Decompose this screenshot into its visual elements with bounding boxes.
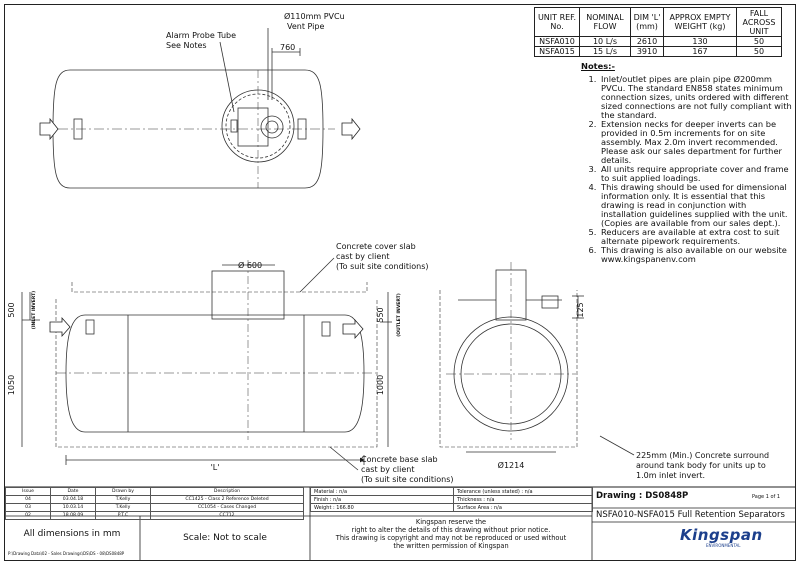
scale-label: Scale: Not to scale bbox=[183, 533, 267, 543]
surround-label-1: 225mm (Min.) Concrete surround bbox=[636, 451, 769, 460]
cover-slab-label-3: (To suit site conditions) bbox=[336, 262, 429, 271]
outlet-invert-label: (OUTLET INVERT) bbox=[396, 293, 402, 337]
dim-500-label: 500 bbox=[7, 302, 16, 317]
surface-area-field: Surface Area : n/a bbox=[453, 503, 593, 512]
table-cell: NSFA015 bbox=[534, 46, 580, 57]
notes-section: Notes:- Inlet/outlet pipes are plain pip… bbox=[581, 62, 793, 264]
drawing-sheet bbox=[4, 4, 796, 561]
list-item: Extension necks for deeper inverts can b… bbox=[599, 120, 793, 165]
table-cell: 10 L/s bbox=[579, 36, 631, 47]
dim-1050-label: 1050 bbox=[7, 375, 16, 395]
table-cell: 2610 bbox=[630, 36, 664, 47]
alarm-label-2: See Notes bbox=[166, 41, 207, 50]
table-row: NSFA010 10 L/s 2610 130 50 bbox=[534, 36, 782, 47]
inlet-invert-label: (INLET INVERT) bbox=[31, 291, 37, 329]
cover-slab-label-1: Concrete cover slab bbox=[336, 242, 416, 251]
spec-header: DIM 'L' (mm) bbox=[630, 7, 664, 37]
end-view bbox=[439, 262, 635, 456]
revision-header: Drawn by bbox=[95, 487, 151, 496]
disclaimer-line: the written permission of Kingspan bbox=[393, 542, 509, 550]
list-item: This drawing is also available on our we… bbox=[599, 246, 793, 264]
vent-label-1: Ø110mm PVCu bbox=[284, 11, 345, 21]
table-cell: 15 L/s bbox=[579, 46, 631, 57]
logo-subtext: ENVIRONMENTAL bbox=[706, 543, 741, 548]
revision-header: Date bbox=[50, 487, 96, 496]
table-cell: 04 bbox=[5, 495, 51, 504]
table-cell: 3910 bbox=[630, 46, 664, 57]
disclaimer: Kingspan reserve the right to alter the … bbox=[311, 518, 591, 550]
table-row: NSFA015 15 L/s 3910 167 50 bbox=[534, 46, 782, 57]
page-number: Page 1 of 1 bbox=[752, 494, 781, 500]
dim-550-label: 550 bbox=[376, 307, 385, 322]
table-cell: CC1425 - Class 2 Reference Deleted bbox=[150, 495, 304, 504]
revision-header: Description bbox=[150, 487, 304, 496]
spec-header: NOMINAL FLOW bbox=[579, 7, 631, 37]
table-cell: 10.03.14 bbox=[50, 503, 96, 512]
spec-header: APPROX EMPTY WEIGHT (kg) bbox=[663, 7, 737, 37]
table-cell: CC1054 - Cases Changed bbox=[150, 503, 304, 512]
plan-view bbox=[40, 28, 335, 189]
surround-label-3: 1.0m inlet invert. bbox=[636, 471, 705, 480]
base-slab-label-2: cast by client bbox=[361, 465, 414, 474]
spec-header: FALL ACROSS UNIT bbox=[736, 7, 782, 37]
list-item: This drawing should be used for dimensio… bbox=[599, 183, 793, 228]
drawing-number: Drawing : DS0848P bbox=[596, 491, 689, 501]
plan-outlet-arrow-icon bbox=[341, 117, 361, 141]
table-cell: 50 bbox=[736, 46, 782, 57]
fields-table: Material : n/a Tolerance (unless stated)… bbox=[310, 487, 593, 512]
table-cell: CC712 bbox=[150, 511, 304, 520]
table-cell: 03 bbox=[5, 503, 51, 512]
logo-text: Kingspan bbox=[680, 526, 763, 544]
cover-slab-label-2: cast by client bbox=[336, 252, 389, 261]
elevation-outlet-arrow-icon bbox=[342, 318, 364, 340]
table-cell: T.Kelly bbox=[95, 495, 151, 504]
table-cell: NSFA010 bbox=[534, 36, 580, 47]
base-slab-label-1: Concrete base slab bbox=[361, 455, 438, 464]
dimensions-note: All dimensions in mm bbox=[23, 529, 121, 539]
table-row: 03 10.03.14 T.Kelly CC1054 - Cases Chang… bbox=[5, 503, 304, 512]
vent-label-2: Vent Pipe bbox=[287, 22, 324, 31]
list-item: All units require appropriate cover and … bbox=[599, 165, 793, 183]
kingspan-logo: Kingspan ENVIRONMENTAL bbox=[680, 526, 790, 556]
thickness-field: Thickness : n/a bbox=[453, 495, 593, 504]
list-item: Reducers are available at extra cost to … bbox=[599, 228, 793, 246]
table-cell: 03.04.18 bbox=[50, 495, 96, 504]
table-cell: 130 bbox=[663, 36, 737, 47]
table-row: 04 03.04.18 T.Kelly CC1425 - Class 2 Ref… bbox=[5, 495, 304, 504]
base-slab-label-3: (To suit site conditions) bbox=[361, 475, 454, 484]
alarm-label-1: Alarm Probe Tube bbox=[166, 31, 236, 40]
revision-header: Issue bbox=[5, 487, 51, 496]
neck-diameter-label: Ø 600 bbox=[238, 260, 262, 270]
table-cell: T.Kelly bbox=[95, 503, 151, 512]
weight-field: Weight : 166.80 bbox=[310, 503, 454, 512]
disclaimer-line: This drawing is copyright and may not be… bbox=[335, 534, 567, 542]
surround-label-2: around tank body for units up to bbox=[636, 461, 766, 470]
revision-table: Issue Date Drawn by Description 04 03.04… bbox=[5, 487, 304, 520]
tolerance-field: Tolerance (unless stated) : n/a bbox=[453, 487, 593, 496]
spec-table: UNIT REF. No. NOMINAL FLOW DIM 'L' (mm) … bbox=[534, 7, 782, 57]
disclaimer-line: right to alter the details of this drawi… bbox=[351, 526, 551, 534]
material-field: Material : n/a bbox=[310, 487, 454, 496]
dim-L-label: 'L' bbox=[211, 463, 220, 472]
notes-title: Notes:- bbox=[581, 61, 615, 71]
list-item: Inlet/outlet pipes are plain pipe Ø200mm… bbox=[599, 75, 793, 120]
spec-header: UNIT REF. No. bbox=[534, 7, 580, 37]
table-cell: 50 bbox=[736, 36, 782, 47]
table-row: 02 18.08.09 P.T.C CC712 bbox=[5, 511, 304, 520]
notes-list: Inlet/outlet pipes are plain pipe Ø200mm… bbox=[581, 75, 793, 264]
dim-125-label: 125 bbox=[576, 302, 585, 317]
finish-field: Finish : n/a bbox=[310, 495, 454, 504]
dim-1000-label: 1000 bbox=[376, 375, 385, 395]
table-cell: 167 bbox=[663, 46, 737, 57]
side-elevation bbox=[21, 257, 392, 471]
elevation-inlet-arrow-icon bbox=[49, 316, 71, 338]
file-path: P:\Drawing Data\02 - Sales Drawings\DS\D… bbox=[8, 551, 125, 556]
disclaimer-line: Kingspan reserve the bbox=[415, 518, 487, 526]
plan-inlet-arrow-icon bbox=[39, 117, 59, 141]
dim-760-label: 760 bbox=[280, 43, 295, 52]
diameter-1214-label: Ø1214 bbox=[498, 460, 525, 470]
drawing-title: NSFA010-NSFA015 Full Retention Separator… bbox=[596, 510, 785, 520]
